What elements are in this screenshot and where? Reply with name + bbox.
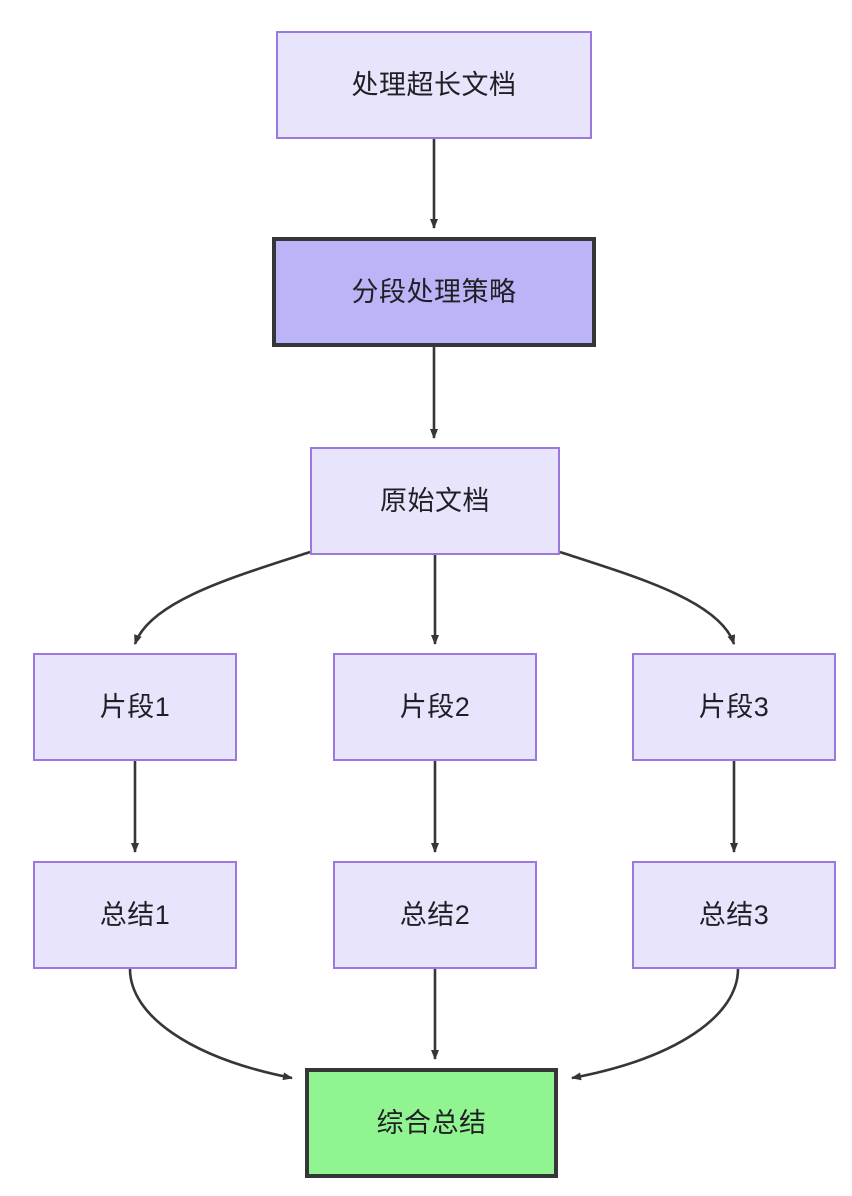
node-label: 片段1 [99,691,171,722]
node-summary-1[interactable]: 总结1 [33,861,237,969]
node-label: 总结3 [698,899,770,930]
node-label: 片段2 [399,691,471,722]
node-label: 分段处理策略 [351,276,517,307]
node-chunking-strategy[interactable]: 分段处理策略 [272,237,596,347]
node-label: 总结2 [399,899,471,930]
node-summary-2[interactable]: 总结2 [333,861,537,969]
node-original-document[interactable]: 原始文档 [310,447,560,555]
node-label: 处理超长文档 [351,69,517,100]
node-fragment-1[interactable]: 片段1 [33,653,237,761]
edge-sum3-to-final [571,968,740,1081]
node-label: 片段3 [698,691,770,722]
node-label: 综合总结 [376,1107,487,1138]
edge-source-to-frag1 [133,550,311,645]
edge-source-to-frag3 [559,550,736,645]
node-label: 原始文档 [380,485,490,516]
node-fragment-3[interactable]: 片段3 [632,653,836,761]
node-comprehensive-summary[interactable]: 综合总结 [305,1068,558,1178]
node-summary-3[interactable]: 总结3 [632,861,836,969]
node-process-long-document[interactable]: 处理超长文档 [276,31,592,139]
node-fragment-2[interactable]: 片段2 [333,653,537,761]
node-label: 总结1 [99,899,171,930]
edge-sum1-to-final [128,968,293,1081]
